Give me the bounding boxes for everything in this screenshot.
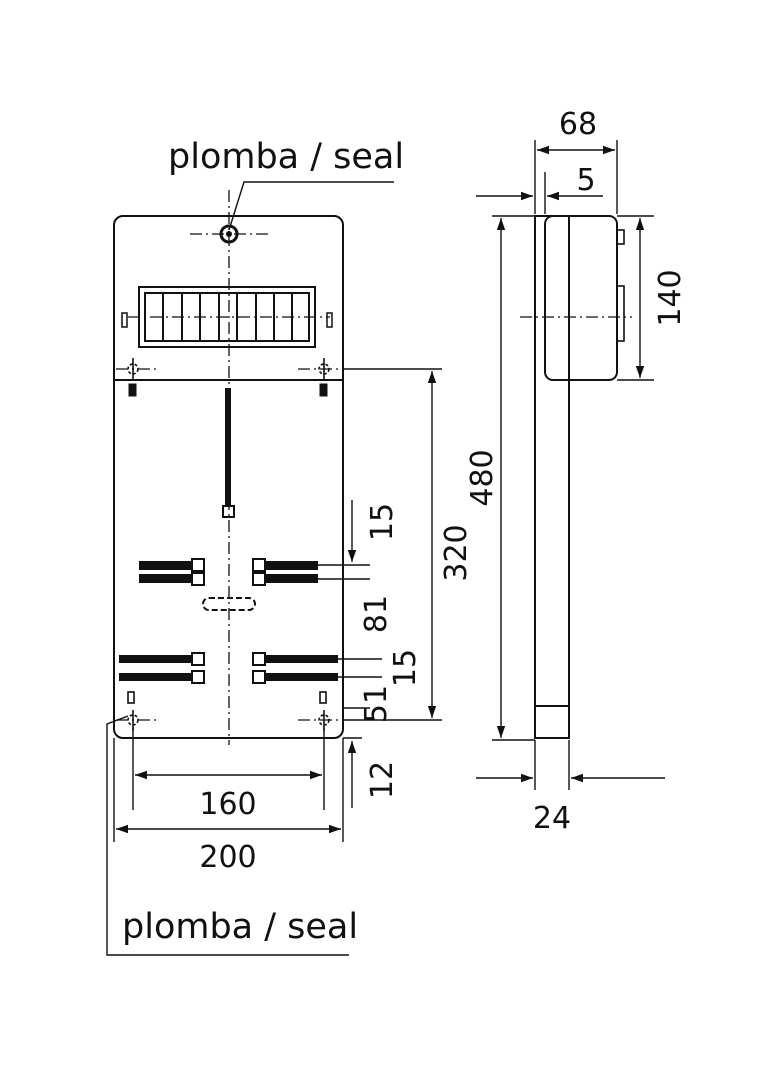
- labels: plomba / seal plomba / seal 160 200 320 …: [122, 107, 688, 947]
- vertical-bar: [222, 388, 235, 518]
- side-dimension-lines: [476, 140, 665, 790]
- side-body-outline: [534, 215, 570, 739]
- dim-height-mount: 320: [439, 524, 474, 581]
- seal-label-top: plomba / seal: [168, 137, 404, 177]
- dim-offset-top-terminals: 15: [365, 503, 400, 541]
- dim-side-thickness: 24: [533, 801, 571, 836]
- front-dimension-lines: [106, 181, 442, 956]
- dim-width-total: 200: [199, 840, 256, 875]
- side-meter-box: [544, 215, 618, 381]
- dim-side-depth: 68: [559, 107, 597, 142]
- dim-side-top-height: 140: [653, 269, 688, 326]
- side-view: [534, 215, 625, 739]
- dim-width-mount: 160: [199, 787, 256, 822]
- fixing-lugs: [127, 383, 328, 704]
- dim-bottom-margin: 12: [365, 761, 400, 799]
- dim-side-height-total: 480: [465, 449, 500, 506]
- dim-offset-bottom: 51: [359, 685, 394, 723]
- dim-terminal-spacing: 81: [359, 595, 394, 633]
- dim-side-wall: 5: [576, 163, 595, 198]
- mounting-holes: [127, 358, 330, 731]
- seal-label-bottom: plomba / seal: [122, 907, 358, 947]
- dim-offset-lower-terminals: 15: [388, 649, 423, 687]
